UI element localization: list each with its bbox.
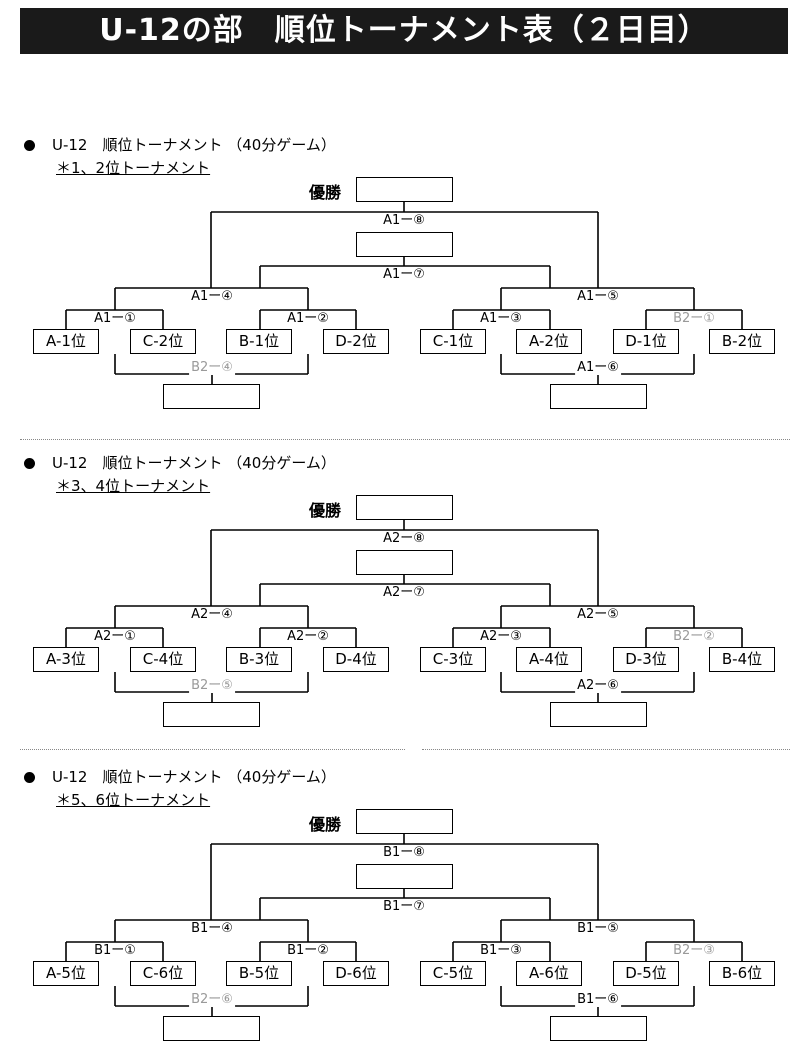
team-box: A-5位	[33, 961, 99, 986]
team-box: C-5位	[420, 961, 486, 986]
tournament-section-2: U-12 順位トーナメント （40分ゲーム） ＊3、4位トーナメント 優勝 A2…	[0, 318, 800, 727]
team-box: C-3位	[420, 647, 486, 672]
match-label-m3: A2ー③	[478, 629, 524, 644]
runner-up-box	[356, 864, 453, 889]
section-subheading: ＊3、4位トーナメント	[56, 477, 211, 495]
match-label-left-semi: B1ー④	[189, 921, 235, 936]
winner-label: 優勝	[309, 183, 342, 202]
match-label-left-bottom: B2ー④	[189, 360, 235, 375]
winner-box	[356, 809, 453, 834]
match-label-semi-final: A1ー⑦	[381, 267, 427, 282]
team-box: B-2位	[709, 329, 775, 354]
match-label-m4: B2ー②	[671, 629, 717, 644]
match-label-m1: B1ー①	[92, 943, 138, 958]
match-label-semi-final: A2ー⑦	[381, 585, 427, 600]
section-heading: U-12 順位トーナメント （40分ゲーム）	[52, 136, 336, 154]
winner-box	[356, 495, 453, 520]
match-label-m2: A2ー②	[285, 629, 331, 644]
team-box: D-4位	[323, 647, 389, 672]
match-label-m2: A1ー②	[285, 311, 331, 326]
section-divider	[20, 439, 790, 440]
bullet-icon	[24, 140, 35, 151]
match-label-right-semi: A2ー⑤	[575, 607, 621, 622]
team-box: C-2位	[130, 329, 196, 354]
team-box: C-1位	[420, 329, 486, 354]
match-label-m2: B1ー②	[285, 943, 331, 958]
section-divider	[20, 749, 405, 750]
team-box: A-4位	[516, 647, 582, 672]
match-label-semi-final: B1ー⑦	[381, 899, 427, 914]
match-label-left-semi: A2ー④	[189, 607, 235, 622]
section-subheading: ＊1、2位トーナメント	[56, 159, 211, 177]
winner-label: 優勝	[309, 501, 342, 520]
match-label-final: A1ー⑧	[381, 213, 427, 228]
match-label-right-bottom: A2ー⑥	[575, 678, 621, 693]
bullet-icon	[24, 772, 35, 783]
bracket-lines	[65, 833, 743, 1016]
team-box: B-4位	[709, 647, 775, 672]
section-divider	[422, 749, 790, 750]
match-label-right-bottom: B1ー⑥	[575, 992, 621, 1007]
runner-up-box	[356, 232, 453, 257]
result-box-right	[550, 1016, 647, 1041]
section-heading: U-12 順位トーナメント （40分ゲーム）	[52, 768, 336, 786]
result-box-left	[163, 384, 260, 409]
team-box: A-1位	[33, 329, 99, 354]
team-box: B-6位	[709, 961, 775, 986]
team-box: D-3位	[613, 647, 679, 672]
team-box: B-5位	[226, 961, 292, 986]
match-label-right-bottom: A1ー⑥	[575, 360, 621, 375]
team-box: C-4位	[130, 647, 196, 672]
result-box-right	[550, 702, 647, 727]
team-box: A-2位	[516, 329, 582, 354]
match-label-m4: B2ー①	[671, 311, 717, 326]
bracket-lines	[65, 201, 743, 384]
match-label-right-semi: A1ー⑤	[575, 289, 621, 304]
match-label-left-bottom: B2ー⑥	[189, 992, 235, 1007]
bullet-icon	[24, 458, 35, 469]
runner-up-box	[356, 550, 453, 575]
tournament-section-3: U-12 順位トーナメント （40分ゲーム） ＊5、6位トーナメント 優勝 B1…	[0, 632, 800, 1041]
team-box: D-5位	[613, 961, 679, 986]
match-label-m3: A1ー③	[478, 311, 524, 326]
winner-label: 優勝	[309, 815, 342, 834]
section-subheading: ＊5、6位トーナメント	[56, 791, 211, 809]
match-label-final: B1ー⑧	[381, 845, 427, 860]
team-box: D-6位	[323, 961, 389, 986]
team-box: B-3位	[226, 647, 292, 672]
page-title: U-12の部 順位トーナメント表（２日目）	[20, 8, 788, 54]
match-label-left-semi: A1ー④	[189, 289, 235, 304]
match-label-m1: A2ー①	[92, 629, 138, 644]
result-box-left	[163, 702, 260, 727]
bracket-lines	[65, 519, 743, 702]
result-box-left	[163, 1016, 260, 1041]
team-box: A-6位	[516, 961, 582, 986]
section-heading: U-12 順位トーナメント （40分ゲーム）	[52, 454, 336, 472]
match-label-m1: A1ー①	[92, 311, 138, 326]
match-label-m4: B2ー③	[671, 943, 717, 958]
match-label-m3: B1ー③	[478, 943, 524, 958]
match-label-right-semi: B1ー⑤	[575, 921, 621, 936]
team-box: D-2位	[323, 329, 389, 354]
team-box: C-6位	[130, 961, 196, 986]
team-box: B-1位	[226, 329, 292, 354]
winner-box	[356, 177, 453, 202]
match-label-left-bottom: B2ー⑤	[189, 678, 235, 693]
result-box-right	[550, 384, 647, 409]
team-box: D-1位	[613, 329, 679, 354]
tournament-section-1: U-12 順位トーナメント （40分ゲーム） ＊1、2位トーナメント 優勝 A1…	[0, 0, 800, 409]
match-label-final: A2ー⑧	[381, 531, 427, 546]
team-box: A-3位	[33, 647, 99, 672]
